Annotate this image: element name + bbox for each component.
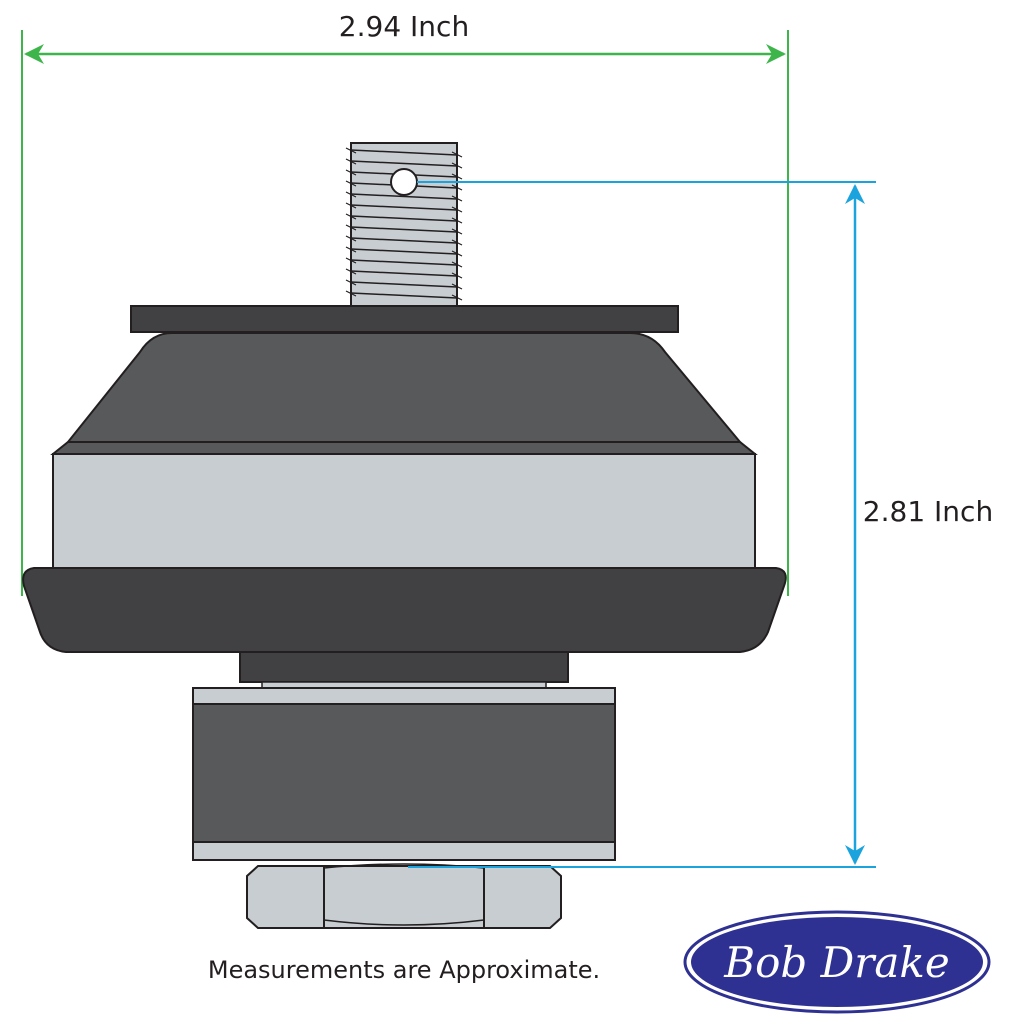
thread-tooth [345,202,463,213]
bob-drake-logo: Bob Drake [683,910,991,1014]
thread-tooth [345,268,463,279]
thread-line [350,270,458,277]
thread-tooth [345,213,463,224]
thread-line [350,237,458,244]
thread-line [350,248,458,255]
thread-line [350,259,458,266]
thread-tooth [345,224,463,235]
logo-text: Bob Drake [723,938,949,987]
thread-tooth [345,158,463,169]
hex-nut [246,863,562,929]
thread-line [350,160,458,167]
thread-tooth [345,257,463,268]
upper-rubber-cushion [65,332,743,443]
thread-tooth [345,290,463,301]
lower-rubber-cushion [192,703,616,843]
height-label: 2.81 Inch [863,495,993,528]
thread-tooth [345,279,463,290]
width-label: 2.94 Inch [339,10,469,43]
measurement-note: Measurements are Approximate. [208,956,600,984]
thread-line [350,204,458,211]
thread-tooth [345,180,463,191]
lower-cushion-top-washer [192,687,616,705]
thread-line [350,281,458,288]
thread-tooth [345,147,463,158]
metal-band [52,453,756,569]
thread-line [350,149,458,156]
thread-line [350,215,458,222]
lower-rubber-flange [22,567,787,653]
lower-cushion-bottom-washer [192,841,616,861]
metal-band-top-edge [50,441,758,455]
threaded-stud [345,142,463,307]
thread-tooth [345,191,463,202]
mount-neck [239,651,569,683]
thread-tooth [345,235,463,246]
thread-line [350,292,458,299]
thread-line [350,226,458,233]
height-dimension: 2.81 Inch [408,181,993,868]
stud-hole [390,168,418,196]
width-dimension: 2.94 Inch [21,10,789,596]
thread-line [350,193,458,200]
top-plate [130,305,679,333]
thread-tooth [345,169,463,180]
thread-tooth [345,246,463,257]
